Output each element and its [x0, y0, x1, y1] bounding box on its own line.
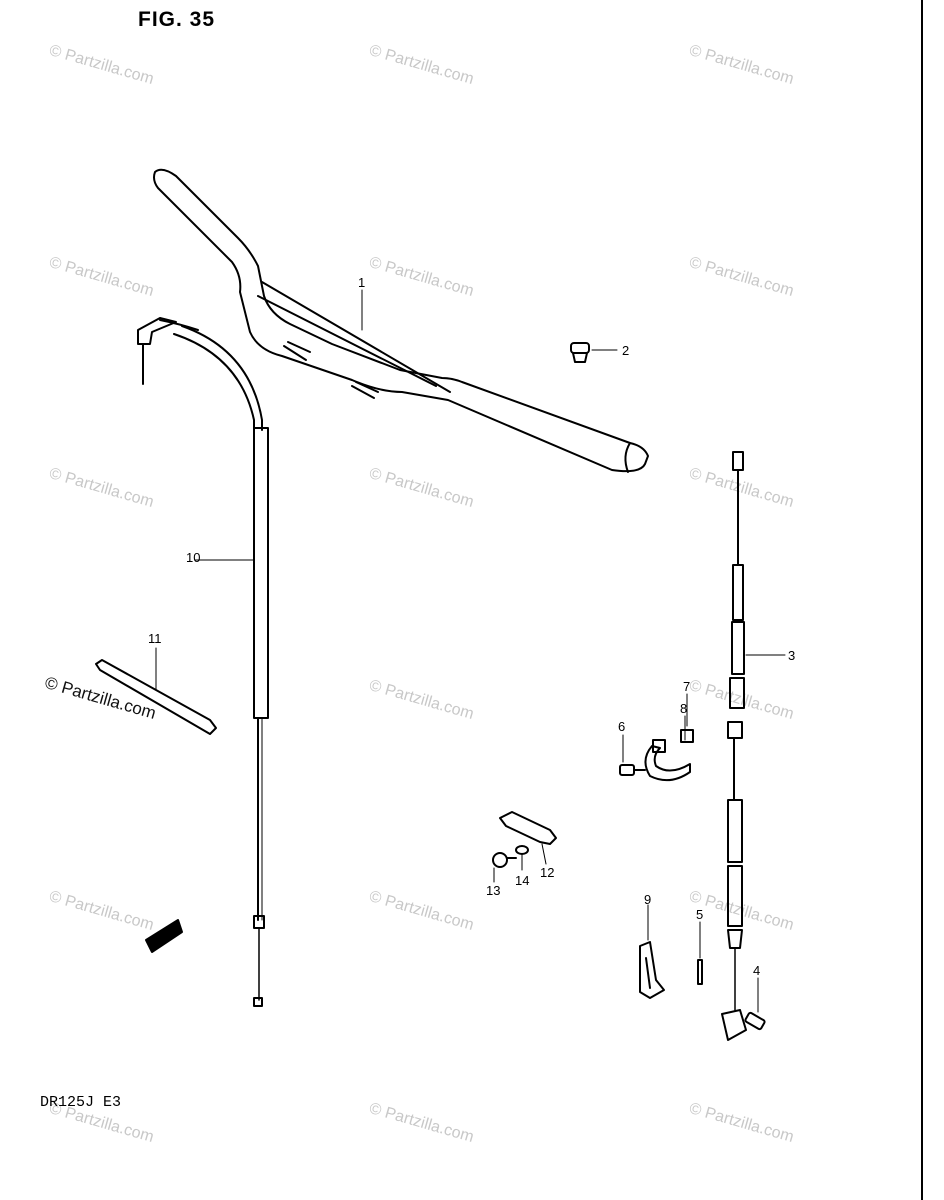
adjuster-part-4 [721, 977, 766, 1041]
part-label-11: 11 [148, 631, 162, 646]
end-plug-part-2 [570, 342, 618, 363]
part-label-5: 5 [696, 907, 704, 922]
part-label-6: 6 [618, 719, 626, 734]
part-label-2: 2 [622, 343, 630, 358]
fwd-arrow-icon [145, 919, 183, 953]
part-label-13: 13 [486, 883, 501, 898]
screw-part-6 [619, 734, 646, 776]
bolt-part-13 [492, 852, 517, 883]
part-label-1: 1 [358, 275, 366, 290]
nut-part-7 [680, 693, 694, 743]
part-label-8: 8 [680, 701, 688, 716]
handlebar-part-1 [153, 168, 649, 473]
cable-strap-part-11 [95, 647, 217, 735]
bracket-part-9 [639, 904, 665, 999]
part-label-14: 14 [515, 873, 530, 888]
part-label-10: 10 [186, 550, 201, 565]
throttle-cable-part-10 [137, 317, 269, 1007]
pin-part-5 [697, 921, 703, 985]
clamp-part-8 [644, 715, 691, 782]
part-label-4: 4 [753, 963, 761, 978]
part-label-12: 12 [540, 865, 555, 880]
part-label-3: 3 [788, 648, 796, 663]
clutch-cable-part-3 [727, 451, 786, 1011]
model-code: DR125J E3 [40, 1094, 122, 1111]
washer-part-14 [515, 845, 529, 871]
bracket-part-12 [499, 811, 557, 865]
figure-title: FIG. 35 [138, 8, 216, 31]
part-label-9: 9 [644, 892, 652, 907]
part-label-7: 7 [683, 679, 691, 694]
